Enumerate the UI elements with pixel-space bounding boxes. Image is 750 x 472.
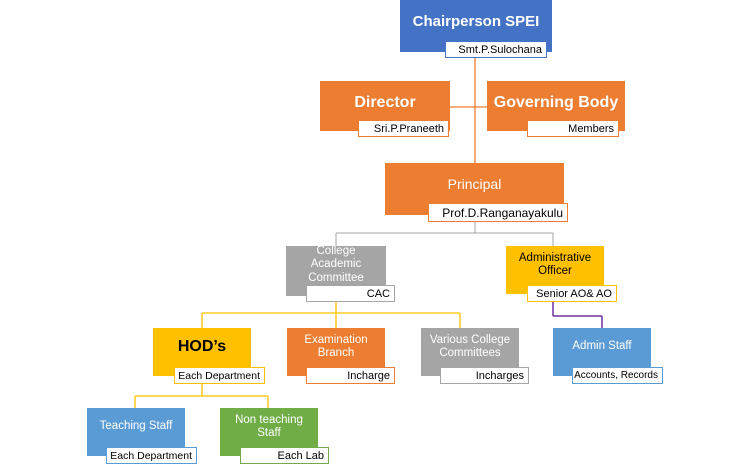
principal-sub: Prof.D.Ranganayakulu <box>428 203 568 222</box>
hods-sub: Each Department <box>174 367 265 384</box>
principal-title: Principal <box>447 175 502 192</box>
committees-sub: Incharges <box>440 367 529 384</box>
teaching-title: Teaching Staff <box>99 420 173 433</box>
committees-title: Various College Committees <box>429 333 511 359</box>
admin-officer-sub: Senior AO& AO <box>527 285 617 302</box>
nonteaching-sub: Each Lab <box>240 447 329 464</box>
exam-sub: Incharge <box>306 367 395 384</box>
teaching-sub: Each Department <box>106 447 197 464</box>
academic-title: College Academic Committee <box>308 245 364 284</box>
director-title: Director <box>354 93 416 111</box>
nonteaching-title: Non teaching Staff <box>235 413 303 439</box>
governing-sub: Members <box>527 120 619 137</box>
chairperson-sub: Smt.P.Sulochana <box>445 41 547 58</box>
admin-staff-sub: Accounts, Records <box>572 367 663 384</box>
exam-title: Examination Branch <box>304 333 368 359</box>
admin-officer-title: Administrative Officer <box>518 251 592 277</box>
governing-title: Governing Body <box>493 93 619 111</box>
hods-title: HOD’s <box>177 337 227 355</box>
academic-sub: CAC <box>306 285 395 302</box>
director-sub: Sri.P.Praneeth <box>358 120 449 137</box>
chairperson-title: Chairperson SPEI <box>412 13 540 31</box>
admin-staff-title: Admin Staff <box>572 340 632 353</box>
